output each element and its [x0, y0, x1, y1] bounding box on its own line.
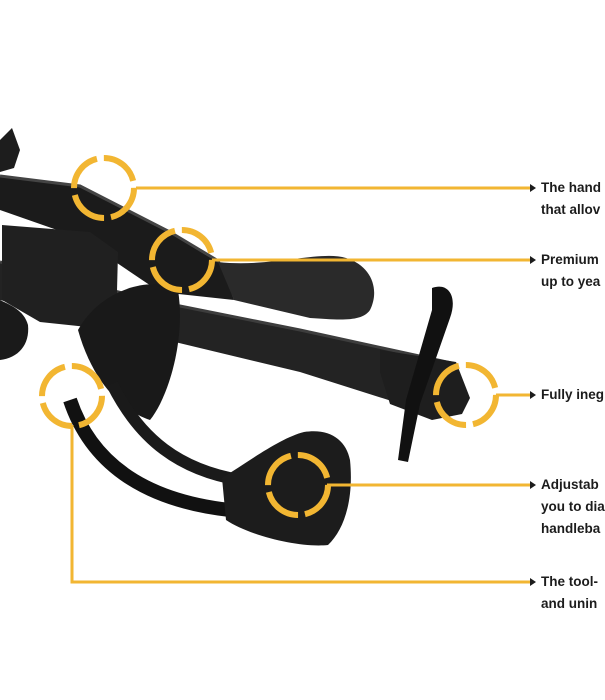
callout-premium-line2: up to yea — [541, 274, 601, 289]
callout-tool: The tool- and unin — [541, 571, 598, 615]
callout-ring-tool — [39, 363, 105, 429]
callout-ring-cradle — [265, 452, 331, 518]
callout-arrows — [530, 184, 536, 586]
callout-adjustable-line1: Adjustab — [541, 477, 599, 492]
callout-ring-lock — [433, 362, 499, 428]
callout-lock: Fully ineg — [541, 384, 604, 406]
callout-ring-premium — [149, 227, 215, 293]
callout-premium: Premium up to yea — [541, 249, 600, 293]
callout-ring-handle — [71, 155, 137, 221]
callout-tool-line2: and unin — [541, 596, 598, 611]
callout-rings — [39, 155, 499, 518]
callout-handle: The hand that allov — [541, 177, 601, 221]
callout-lock-line1: Fully ineg — [541, 387, 605, 402]
callout-handle-line2: that allov — [541, 202, 601, 217]
callout-adjustable: Adjustab you to dia handleba — [541, 474, 605, 540]
callout-adjustable-line2: you to dia — [541, 499, 605, 514]
callout-lines — [70, 186, 530, 584]
callout-tool-line1: The tool- — [541, 574, 598, 589]
callout-handle-line1: The hand — [541, 180, 601, 195]
callout-premium-line1: Premium — [541, 252, 599, 267]
callout-adjustable-line3: handleba — [541, 521, 601, 536]
